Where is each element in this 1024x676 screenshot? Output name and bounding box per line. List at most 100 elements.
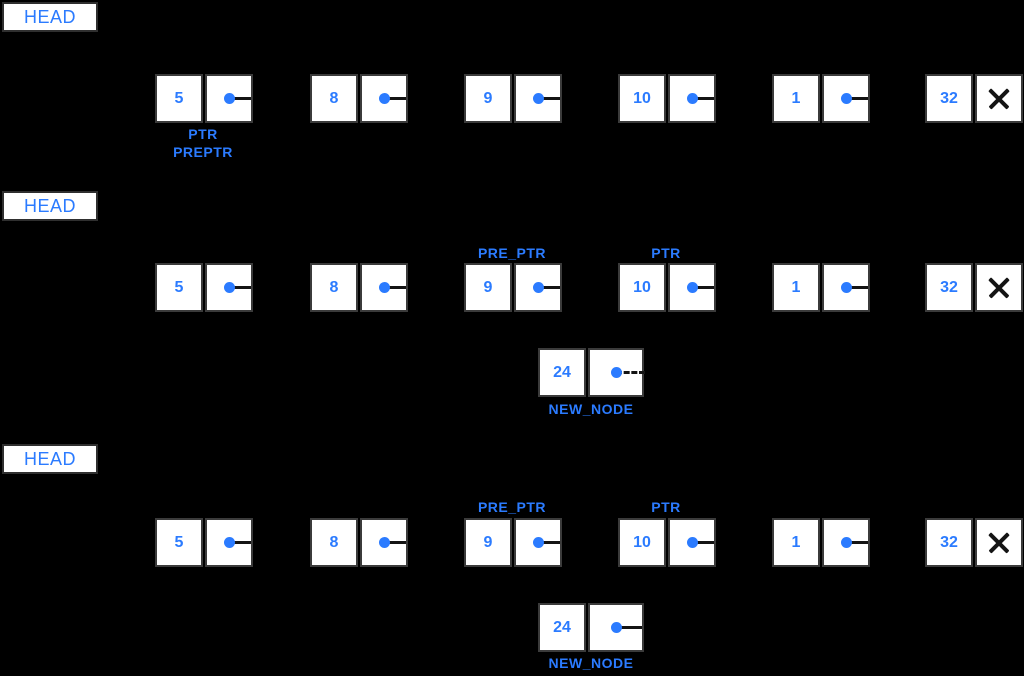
new-node-row2: 24 [538, 348, 645, 397]
pointer-dot-icon [686, 537, 698, 548]
node-pointer-cell [514, 518, 562, 567]
node-pointer-cell [360, 263, 408, 312]
node-value: 5 [174, 278, 184, 296]
node-data-cell: 10 [618, 74, 666, 123]
pointer-dot-icon [532, 537, 544, 548]
pointer-line [692, 541, 714, 544]
node-data-cell: 32 [925, 518, 973, 567]
node-value: 5 [174, 89, 184, 107]
node-pointer-cell [822, 263, 870, 312]
node-value: 5 [174, 533, 184, 551]
head-label: HEAD [23, 195, 76, 216]
node-value: 32 [940, 533, 958, 551]
node-data-cell: 1 [772, 518, 820, 567]
node-value: 8 [329, 533, 339, 551]
node-32-row1: 32 [925, 74, 1023, 123]
node-data-cell: 8 [310, 263, 358, 312]
node-data-cell: 24 [538, 603, 586, 652]
node-value: 8 [329, 278, 339, 296]
node-8-row2: 8 [310, 263, 408, 312]
node-pointer-cell [588, 603, 644, 652]
node-data-cell: 1 [772, 74, 820, 123]
pointer-dot-icon [686, 93, 698, 104]
node-pointer-cell [822, 74, 870, 123]
node-value: 24 [553, 618, 571, 636]
node-pointer-cell [205, 263, 253, 312]
node-5-row2: 5 [155, 263, 253, 312]
node-value: 9 [483, 533, 493, 551]
pointer-dot-icon [378, 93, 390, 104]
node-pointer-cell [668, 263, 716, 312]
pointer-line [538, 286, 560, 289]
node-10-row3: 10 [618, 518, 716, 567]
pointer-dot-icon [532, 282, 544, 293]
label-pre-ptr-row2: PRE_PTR [477, 245, 547, 261]
node-pointer-cell [822, 518, 870, 567]
node-1-row3: 1 [772, 518, 870, 567]
node-pointer-cell [588, 348, 645, 397]
node-pointer-cell [205, 518, 253, 567]
head-box-row1: HEAD [2, 2, 98, 32]
node-value: 32 [940, 278, 958, 296]
pointer-line [692, 97, 714, 100]
pointer-dot-icon [686, 282, 698, 293]
pointer-line [538, 541, 560, 544]
head-label: HEAD [23, 6, 76, 27]
pointer-dot-icon [223, 93, 235, 104]
label-ptr-row2: PTR [651, 245, 681, 261]
node-data-cell: 8 [310, 74, 358, 123]
label-new-node-row3: NEW_NODE [548, 655, 634, 671]
node-data-cell: 5 [155, 518, 203, 567]
node-data-cell: 24 [538, 348, 586, 397]
node-9-row3: 9 [464, 518, 562, 567]
node-8-row3: 8 [310, 518, 408, 567]
pointer-dot-icon [610, 622, 622, 633]
pointer-line [384, 286, 406, 289]
node-value: 8 [329, 89, 339, 107]
null-pointer-x-icon [988, 88, 1010, 110]
node-value: 10 [633, 89, 651, 107]
pointer-dot-icon [840, 93, 852, 104]
node-value: 10 [633, 533, 651, 551]
pointer-line [846, 97, 868, 100]
node-pointer-cell [514, 74, 562, 123]
node-data-cell: 1 [772, 263, 820, 312]
node-data-cell: 10 [618, 263, 666, 312]
node-32-row3: 32 [925, 518, 1023, 567]
null-pointer-x-icon [988, 532, 1010, 554]
node-10-row1: 10 [618, 74, 716, 123]
pointer-line [384, 541, 406, 544]
node-1-row2: 1 [772, 263, 870, 312]
label-pre-ptr-row3: PRE_PTR [477, 499, 547, 515]
node-pointer-cell [360, 74, 408, 123]
node-data-cell: 32 [925, 74, 973, 123]
pointer-dot-icon [378, 282, 390, 293]
node-data-cell: 9 [464, 263, 512, 312]
node-pointer-cell [360, 518, 408, 567]
head-box-row3: HEAD [2, 444, 98, 474]
head-box-row2: HEAD [2, 191, 98, 221]
node-value: 1 [791, 278, 801, 296]
node-data-cell: 10 [618, 518, 666, 567]
new-node-row3: 24 [538, 603, 644, 652]
node-data-cell: 5 [155, 263, 203, 312]
node-data-cell: 8 [310, 518, 358, 567]
label-ptr-row3: PTR [651, 499, 681, 515]
pointer-line [229, 541, 251, 544]
pointer-line [384, 97, 406, 100]
null-pointer-x-icon [988, 277, 1010, 299]
node-10-row2: 10 [618, 263, 716, 312]
node-data-cell: 9 [464, 74, 512, 123]
pointer-dot-icon [840, 537, 852, 548]
node-1-row1: 1 [772, 74, 870, 123]
node-5-row1: 5 [155, 74, 253, 123]
pointer-dot-icon [610, 367, 622, 378]
node-pointer-cell [975, 263, 1023, 312]
pointer-line [692, 286, 714, 289]
pointer-line [846, 286, 868, 289]
pointer-line [229, 286, 251, 289]
node-pointer-cell [668, 518, 716, 567]
node-9-row2: 9 [464, 263, 562, 312]
pointer-dot-icon [840, 282, 852, 293]
